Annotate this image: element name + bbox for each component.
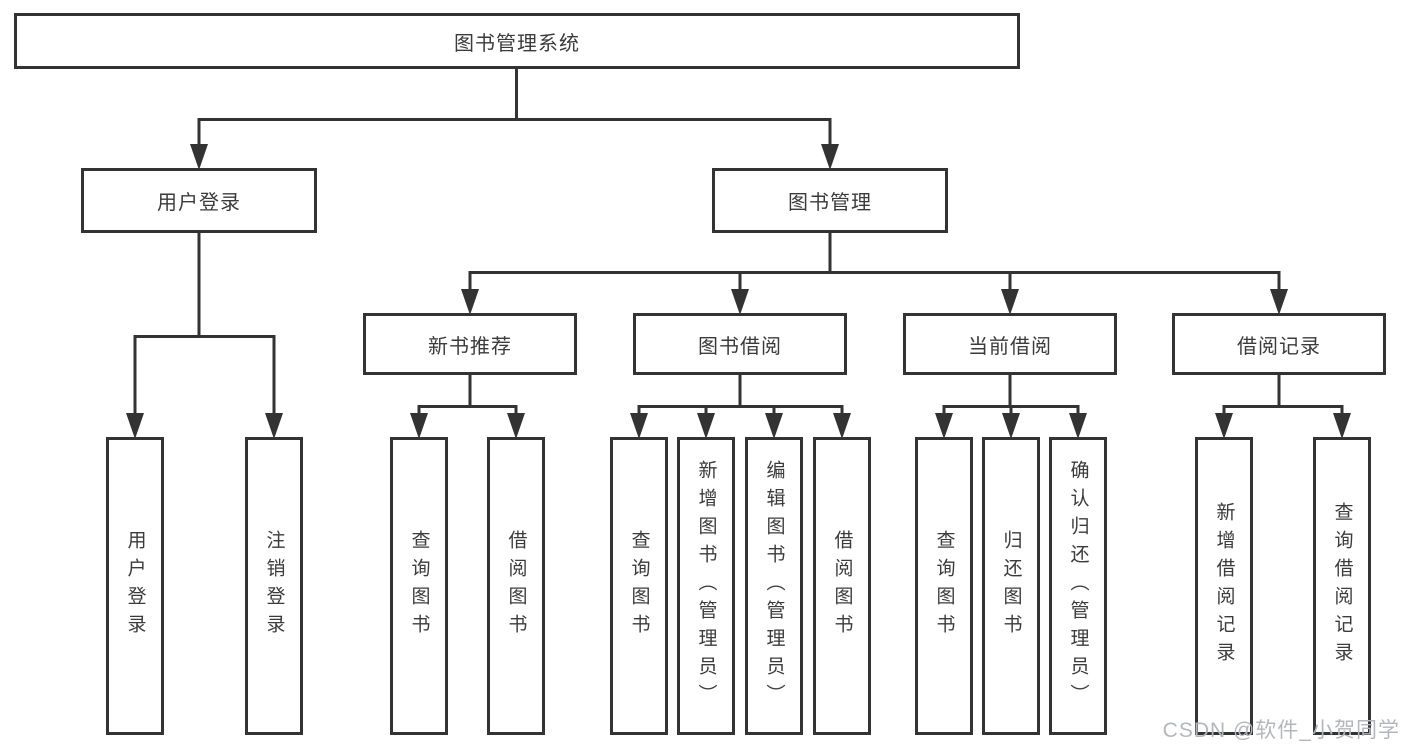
leaf-edit-book-admin: 编辑图书（管理员） <box>745 437 803 735</box>
node-label: 用户登录 <box>157 192 241 214</box>
arrowhead <box>731 289 749 315</box>
arrowhead <box>265 413 283 439</box>
node-label: 归还图书 <box>1000 530 1022 642</box>
arrowhead <box>1215 413 1233 439</box>
csdn-watermark: CSDN @软件_小贺同学 <box>1162 719 1400 742</box>
arrowhead <box>190 144 208 170</box>
leaf-add-borrow-record: 新增借阅记录 <box>1195 437 1253 735</box>
connector-userlogin-to-leaves <box>133 231 276 414</box>
node-label: 查询图书 <box>408 530 430 642</box>
leaf-borrow-book-2: 借阅图书 <box>813 437 871 735</box>
arrowhead <box>833 413 851 439</box>
node-label: 查询图书 <box>628 530 650 642</box>
connector-bookmgmt-to-level3 <box>468 231 1281 292</box>
arrowhead <box>1002 413 1020 439</box>
node-label: 图书管理系统 <box>454 32 580 55</box>
node-current-borrow: 当前借阅 <box>903 313 1117 375</box>
connector-newbook-to-leaves <box>417 373 518 416</box>
leaf-query-book-2: 查询图书 <box>610 437 668 735</box>
node-label: 查询图书 <box>933 530 955 642</box>
node-label: 查询借阅记录 <box>1331 502 1353 670</box>
connector-currentborrow-to-leaves <box>942 373 1080 416</box>
leaf-add-book-admin: 新增图书（管理员） <box>677 437 735 735</box>
arrowhead <box>697 413 715 439</box>
leaf-logout: 注销登录 <box>245 437 303 735</box>
leaf-query-borrow-record: 查询借阅记录 <box>1313 437 1371 735</box>
leaf-query-book-1: 查询图书 <box>390 437 448 735</box>
leaf-user-login: 用户登录 <box>106 437 164 735</box>
node-library-management-system: 图书管理系统 <box>14 13 1020 69</box>
node-label: 借阅图书 <box>505 530 527 642</box>
arrowhead <box>461 289 479 315</box>
arrowhead <box>765 413 783 439</box>
connector-borrowrecord-to-leaves <box>1222 373 1344 416</box>
leaf-return-book: 归还图书 <box>982 437 1040 735</box>
node-label: 新书推荐 <box>428 335 512 358</box>
node-label: 借阅图书 <box>831 530 853 642</box>
node-label: 注销登录 <box>263 530 285 642</box>
node-label: 确认归还（管理员） <box>1067 460 1089 712</box>
arrowhead <box>410 413 428 439</box>
node-label: 图书借阅 <box>698 335 782 358</box>
connector-root-to-level2 <box>197 68 832 146</box>
node-label: 新增图书（管理员） <box>695 460 717 712</box>
arrowhead <box>935 413 953 439</box>
leaf-borrow-book-1: 借阅图书 <box>487 437 545 735</box>
arrowhead <box>1001 289 1019 315</box>
node-user-login: 用户登录 <box>81 168 317 233</box>
arrowhead <box>630 413 648 439</box>
arrowhead <box>1270 289 1288 315</box>
node-book-borrow: 图书借阅 <box>633 313 847 375</box>
node-label: 图书管理 <box>788 192 872 214</box>
node-label: 借阅记录 <box>1237 335 1321 358</box>
arrowhead <box>507 413 525 439</box>
arrowhead <box>126 413 144 439</box>
leaf-query-book-3: 查询图书 <box>915 437 973 735</box>
node-label: 用户登录 <box>124 530 146 642</box>
node-new-book-recommend: 新书推荐 <box>363 313 577 375</box>
node-borrow-record: 借阅记录 <box>1172 313 1386 375</box>
node-label: 新增借阅记录 <box>1213 502 1235 670</box>
node-book-management: 图书管理 <box>712 168 948 233</box>
leaf-confirm-return-admin: 确认归还（管理员） <box>1049 437 1107 735</box>
node-label: 当前借阅 <box>968 335 1052 358</box>
arrowhead <box>1069 413 1087 439</box>
arrowhead <box>1333 413 1351 439</box>
node-label: 编辑图书（管理员） <box>763 460 785 712</box>
arrowhead <box>821 144 839 170</box>
connector-bookborrow-to-leaves <box>637 373 844 416</box>
